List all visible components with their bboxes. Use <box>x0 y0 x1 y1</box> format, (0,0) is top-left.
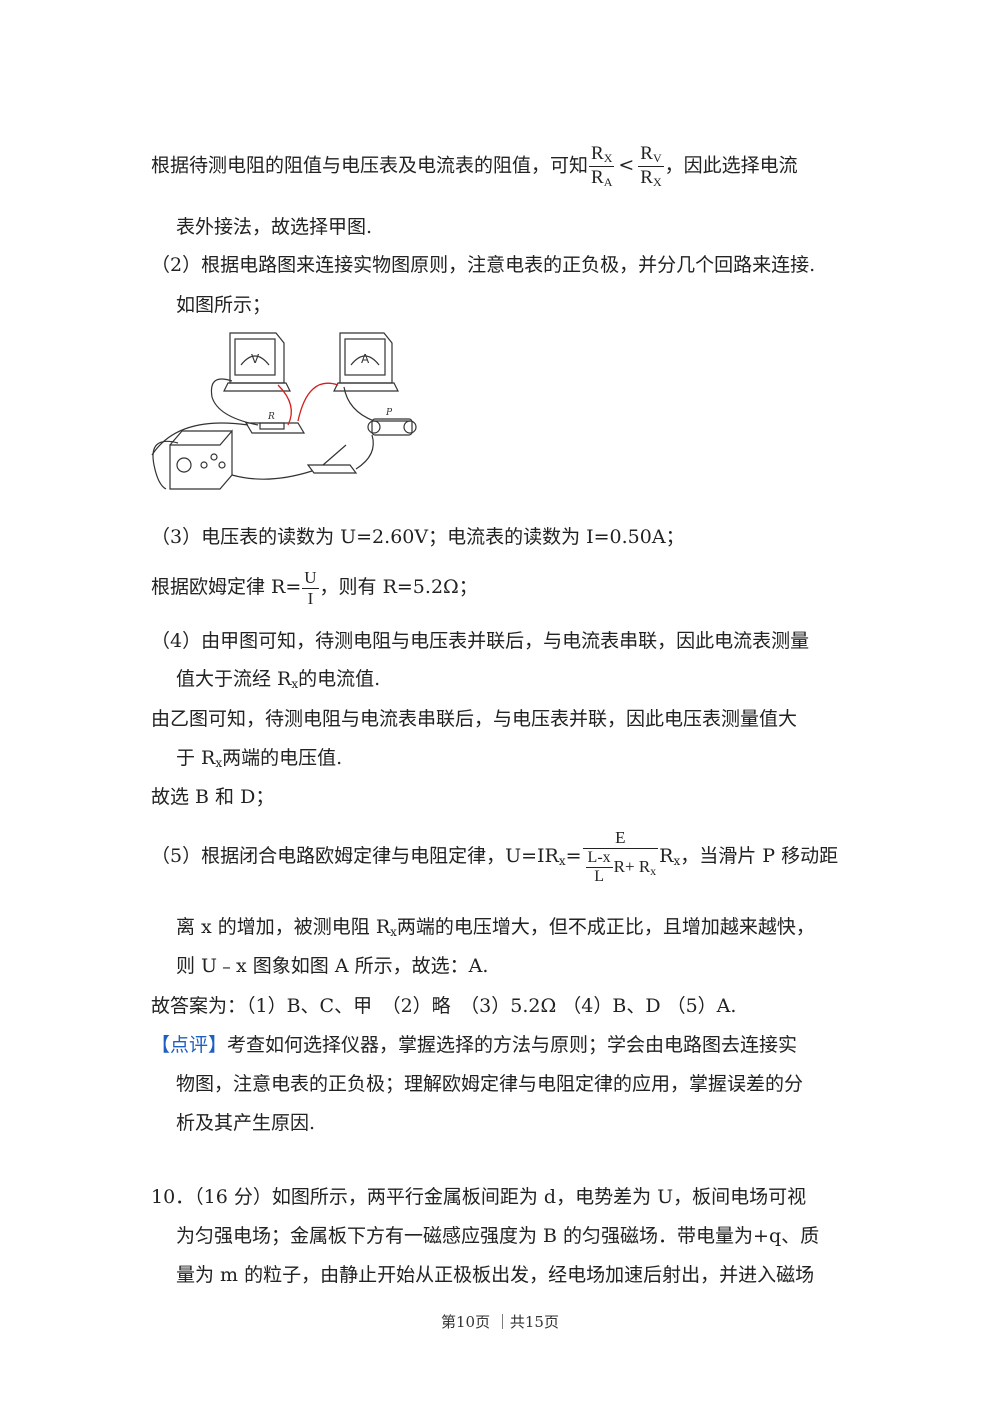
numerator: R <box>640 143 653 164</box>
text-line: 故答案为：（1）B、C、甲 （2）略 （3）5.2Ω （4）B、D （5）A. <box>151 995 737 1017</box>
text-line: 物图，注意电表的正负极；理解欧姆定律与电阻定律的应用，掌握误差的分 <box>176 1073 804 1095</box>
text-segment: ，当滑片 P 移动距 <box>680 845 839 868</box>
text-line: 10．（16 分）如图所示，两平行金属板间距为 d，电势差为 U，板间电场可视 <box>151 1186 807 1208</box>
subscript: x <box>650 863 657 878</box>
text-segment: 根据待测电阻的阻值与电压表及电流表的阻值，可知 <box>151 154 589 177</box>
text-segment: 根据欧姆定律 R= <box>151 576 302 599</box>
text-line: 量为 m 的粒子，由静止开始从正极板出发，经电场加速后射出，并进入磁场 <box>176 1264 815 1286</box>
circuit-figure: V A R P <box>151 332 417 490</box>
subscript: x <box>558 854 566 869</box>
denominator-tail: R+ R <box>613 856 651 876</box>
text-segment: 的电流值. <box>298 668 381 690</box>
text-line: 表外接法，故选择甲图. <box>176 216 373 238</box>
text-line: 则 U﹣x 图象如图 A 所示，故选：A. <box>176 955 489 977</box>
subscript: x <box>673 854 681 869</box>
voltmeter-label: V <box>251 352 260 366</box>
denominator: I <box>307 588 314 608</box>
text-line: （3）电压表的读数为 U=2.60V；电流表的读数为 I=0.50A； <box>151 526 685 548</box>
text-line: 于 Rx两端的电压值. <box>176 747 343 770</box>
subscript: x <box>215 756 223 770</box>
text-line: 值大于流经 Rx的电流值. <box>176 668 381 691</box>
text-segment: ，则有 R=5.2Ω； <box>319 576 478 599</box>
text-segment: 考查如何选择仪器，掌握选择的方法与原则；学会由电路图去连接实 <box>227 1034 798 1056</box>
text-line: 【点评】考查如何选择仪器，掌握选择的方法与原则；学会由电路图去连接实 <box>151 1036 797 1055</box>
denominator: R <box>640 166 653 188</box>
text-segment: 离 x 的增加，被测电阻 R <box>176 916 391 938</box>
less-than-sign: < <box>618 154 635 177</box>
denominator: R <box>591 166 604 188</box>
slider-label: P <box>385 408 393 418</box>
text-segment: 于 R <box>176 747 216 769</box>
text-line: （2）根据电路图来连接实物图原则，注意电表的正负极，并分几个回路来连接. <box>151 254 816 276</box>
numerator: L-x <box>585 849 613 868</box>
subscript: X <box>652 174 662 189</box>
subscript: X <box>603 151 613 165</box>
numerator: U <box>302 568 319 589</box>
text-line: （4）由甲图可知，待测电阻与电压表并联后，与电流表串联，因此电流表测量 <box>151 630 810 652</box>
text-segment: ，因此选择电流 <box>664 154 798 177</box>
subscript: V <box>652 151 662 165</box>
text-segment: = <box>565 845 582 868</box>
text-segment: R <box>659 845 674 868</box>
subscript: x <box>390 925 397 939</box>
text-line: 为匀强电场；金属板下方有一磁感应强度为 B 的匀强磁场．带电量为+q、质 <box>176 1225 820 1247</box>
text-segment: 两端的电压增大，但不成正比，且增加越来越快， <box>396 916 815 938</box>
numerator: R <box>591 143 604 164</box>
text-line: 故选 B 和 D； <box>151 786 275 808</box>
subscript: A <box>603 174 613 189</box>
comment-tag: 【点评】 <box>151 1034 228 1056</box>
ammeter-label: A <box>361 352 370 366</box>
text-line: 由乙图可知，待测电阻与电流表串联后，与电压表并联，因此电压表测量值大 <box>151 708 798 730</box>
text-line: 如图所示； <box>176 294 272 316</box>
numerator: E <box>582 828 659 849</box>
denominator: L <box>594 867 604 885</box>
text-segment: （5）根据闭合电路欧姆定律与电阻定律，U=IR <box>151 845 559 868</box>
text-segment: 两端的电压值. <box>222 747 343 769</box>
text-segment: 值大于流经 R <box>176 668 292 690</box>
page-footer: 第10页 ｜共15页 <box>441 1313 559 1331</box>
subscript: x <box>291 677 299 691</box>
text-line: 离 x 的增加，被测电阻 Rx两端的电压增大，但不成正比，且增加越来越快， <box>176 916 815 939</box>
text-line: 析及其产生原因. <box>176 1112 316 1134</box>
resistor-label: R <box>267 412 275 422</box>
